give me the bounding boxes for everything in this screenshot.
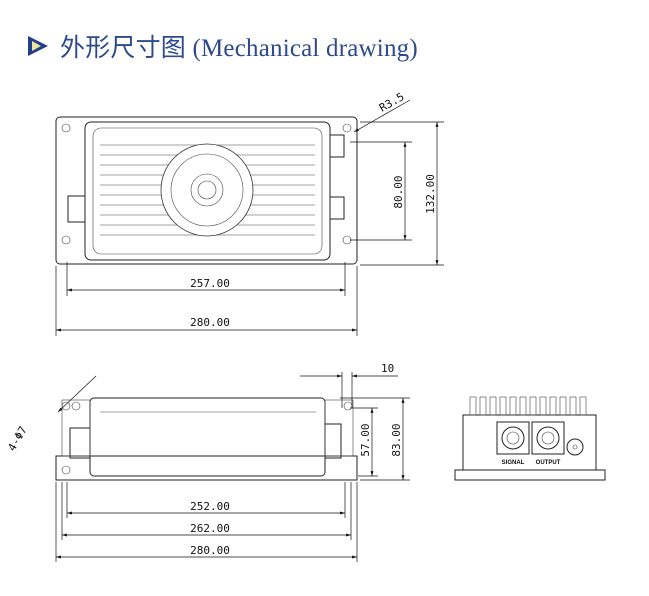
signal-label: SIGNAL [502, 460, 525, 466]
section-title: 外形尺寸图 (Mechanical drawing) [26, 28, 418, 64]
dim-r35: R3.5 [377, 90, 406, 115]
dim-83: 83.00 [390, 423, 403, 456]
dim-80: 80.00 [392, 175, 405, 208]
dim-4-phi-7: 4-Φ7 [5, 424, 30, 453]
dim-10: 10 [381, 362, 394, 375]
dim-132: 132.00 [424, 174, 437, 214]
dim-262: 262.00 [190, 522, 230, 535]
top-view: 257.00 280.00 80.00 132.00 R3.5 [55, 90, 444, 336]
dim-257: 257.00 [190, 277, 230, 290]
dim-280-side: 280.00 [190, 544, 230, 557]
play-triangle-icon [28, 36, 48, 56]
front-view: SIGNAL OUTPUT [454, 396, 606, 481]
side-view: 4-Φ7 10 57.00 83.00 252.00 262.00 280.00 [5, 362, 410, 562]
dim-252: 252.00 [190, 500, 230, 513]
dim-280-top: 280.00 [190, 316, 230, 329]
output-label: OUTPUT [536, 460, 561, 466]
dim-57: 57.00 [359, 423, 372, 456]
page-title: 外形尺寸图 (Mechanical drawing) [60, 35, 418, 62]
